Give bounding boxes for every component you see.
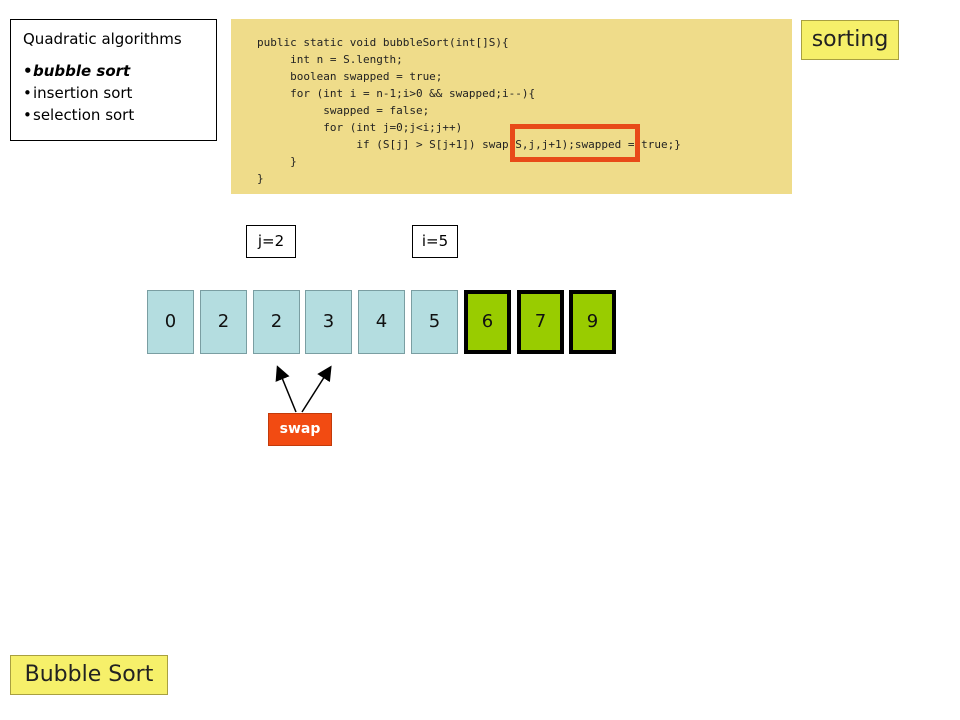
code-line: for (int i = n-1;i>0 && swapped;i--){ xyxy=(257,87,536,100)
array-cell: 5 xyxy=(411,290,458,354)
code-line: } xyxy=(257,172,264,185)
topic-item-selection-sort: selection sort xyxy=(23,104,216,126)
i-index-label: i=5 xyxy=(412,225,458,258)
code-line: for (int j=0;j<i;j++) xyxy=(257,121,463,134)
topics-box: Quadratic algorithms bubble sort inserti… xyxy=(10,19,217,141)
swap-arrows xyxy=(275,365,332,413)
swap-call-highlight xyxy=(510,124,640,162)
array-cell: 9 xyxy=(569,290,616,354)
code-line: boolean swapped = true; xyxy=(257,70,443,83)
code-line: swapped = false; xyxy=(257,104,430,117)
topic-item-bubble-sort: bubble sort xyxy=(23,60,216,82)
array-cell: 3 xyxy=(305,290,352,354)
array-cell: 0 xyxy=(147,290,194,354)
array-cell: 2 xyxy=(200,290,247,354)
code-line: } xyxy=(257,155,297,168)
code-line: int n = S.length; xyxy=(257,53,403,66)
array-cell: 7 xyxy=(517,290,564,354)
topics-heading: Quadratic algorithms xyxy=(23,30,182,48)
topic-tag: sorting xyxy=(801,20,899,60)
j-index-label: j=2 xyxy=(246,225,296,258)
topics-list: bubble sort insertion sort selection sor… xyxy=(23,60,216,126)
array-cell: 4 xyxy=(358,290,405,354)
swap-label: swap xyxy=(268,413,332,446)
array-cell: 2 xyxy=(253,290,300,354)
code-line: public static void bubbleSort(int[]S){ xyxy=(257,36,509,49)
code-line: if (S[j] > S[j+1]) swap(S,j,j+1);swapped… xyxy=(257,138,681,151)
array-cell: 6 xyxy=(464,290,511,354)
swap-arrow-right xyxy=(301,365,332,413)
topic-item-insertion-sort: insertion sort xyxy=(23,82,216,104)
code-block: public static void bubbleSort(int[]S){ i… xyxy=(231,19,792,194)
slide-title: Bubble Sort xyxy=(10,655,168,695)
swap-arrow-left xyxy=(275,365,297,413)
